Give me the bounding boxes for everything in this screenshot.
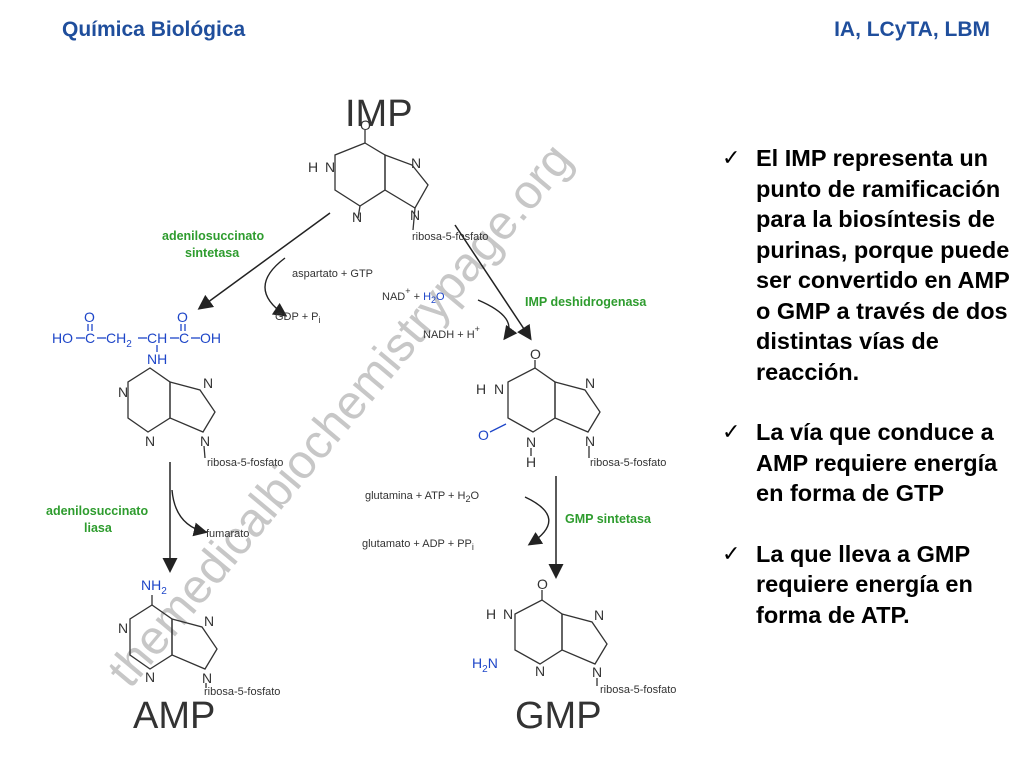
slide-title-left: Química Biológica <box>62 18 246 41</box>
svg-text:IMP deshidrogenasa: IMP deshidrogenasa <box>525 295 647 309</box>
svg-text:O: O <box>530 346 541 362</box>
gmp-structure: O H N H2N N N N ribosa-5-fosfato <box>472 576 676 696</box>
svg-text:aspartato + GTP: aspartato + GTP <box>292 268 373 280</box>
checkmark-icon: ✓ <box>722 145 741 170</box>
svg-text:H2N: H2N <box>472 655 498 675</box>
svg-text:NH: NH <box>147 351 167 367</box>
imp-structure: O H N N N N ribosa-5-fosfato <box>308 117 488 243</box>
amp-structure: NH2 N N N N ribosa-5-fosfato <box>118 577 280 698</box>
svg-text:H: H <box>308 159 318 175</box>
xmp-structure: O H N O N H N N ribosa-5-fosfato <box>476 346 666 470</box>
svg-text:N: N <box>526 434 536 450</box>
svg-text:ribosa-5-fosfato: ribosa-5-fosfato <box>600 684 676 696</box>
svg-text:NADH + H+: NADH + H+ <box>423 324 480 341</box>
svg-text:liasa: liasa <box>84 521 113 535</box>
svg-text:ribosa-5-fosfato: ribosa-5-fosfato <box>207 457 283 469</box>
svg-text:O: O <box>177 309 188 325</box>
bullet-item: ✓La vía que conduce a AMP requiere energ… <box>722 419 998 506</box>
svg-text:CH: CH <box>147 330 167 346</box>
svg-text:glutamato + ADP + PPi: glutamato + ADP + PPi <box>362 538 474 552</box>
svg-text:H: H <box>526 454 536 470</box>
svg-text:N: N <box>592 664 602 680</box>
svg-text:N: N <box>410 207 420 223</box>
bullet-item: ✓El IMP representa un punto de ramificac… <box>722 145 1010 385</box>
svg-text:N: N <box>118 384 128 400</box>
svg-text:N: N <box>202 670 212 686</box>
svg-text:adenilosuccinato: adenilosuccinato <box>46 504 148 518</box>
imp-label: IMP <box>345 93 413 135</box>
svg-text:N: N <box>145 669 155 685</box>
svg-text:N: N <box>494 381 504 397</box>
svg-text:NH2: NH2 <box>141 577 167 597</box>
svg-text:O: O <box>478 427 489 443</box>
ribose-label: ribosa-5-fosfato <box>412 231 488 243</box>
svg-text:H: H <box>486 606 496 622</box>
svg-text:H: H <box>476 381 486 397</box>
svg-text:C: C <box>85 330 95 346</box>
svg-text:N: N <box>411 155 421 171</box>
svg-text:ribosa-5-fosfato: ribosa-5-fosfato <box>590 457 666 469</box>
svg-text:N: N <box>325 159 335 175</box>
svg-text:glutamina + ATP + H2O: glutamina + ATP + H2O <box>365 490 480 504</box>
purine-pathway-diagram: themedicalbiochemistrypage.org IMP O H N… <box>46 93 676 737</box>
svg-text:N: N <box>352 209 362 225</box>
svg-text:GMP sintetasa: GMP sintetasa <box>565 512 652 526</box>
svg-text:N: N <box>118 620 128 636</box>
amp-label: AMP <box>133 695 215 737</box>
bullet-list: ✓El IMP representa un punto de ramificac… <box>718 143 1018 660</box>
svg-text:O: O <box>360 117 371 133</box>
svg-text:O: O <box>537 576 548 592</box>
svg-text:ribosa-5-fosfato: ribosa-5-fosfato <box>204 686 280 698</box>
checkmark-icon: ✓ <box>722 540 741 566</box>
adenylosuccinate-structure: HO C CH2 CH C OH O O NH N N N N ribosa-5… <box>52 309 283 469</box>
gmp-label: GMP <box>515 695 602 737</box>
svg-text:N: N <box>594 607 604 623</box>
svg-text:N: N <box>200 433 210 449</box>
svg-text:C: C <box>179 330 189 346</box>
svg-text:GDP + Pi: GDP + Pi <box>275 311 321 325</box>
svg-text:fumarato: fumarato <box>206 528 249 540</box>
checkmark-icon: ✓ <box>722 419 741 444</box>
svg-text:CH2: CH2 <box>106 330 132 350</box>
bullet-item: ✓La que lleva a GMP requiere energía en … <box>722 540 973 628</box>
svg-text:HO: HO <box>52 330 73 346</box>
enzyme-label: adenilosuccinato <box>162 229 264 243</box>
svg-text:OH: OH <box>200 330 221 346</box>
svg-text:N: N <box>203 375 213 391</box>
svg-text:N: N <box>204 613 214 629</box>
svg-text:N: N <box>585 433 595 449</box>
svg-text:N: N <box>503 606 513 622</box>
svg-text:N: N <box>535 663 545 679</box>
slide-title-right: IA, LCyTA, LBM <box>834 18 990 41</box>
svg-text:O: O <box>84 309 95 325</box>
svg-text:sintetasa: sintetasa <box>185 246 240 260</box>
svg-text:N: N <box>585 375 595 391</box>
svg-text:NAD+ + H2O: NAD+ + H2O <box>382 286 445 305</box>
svg-text:N: N <box>145 433 155 449</box>
